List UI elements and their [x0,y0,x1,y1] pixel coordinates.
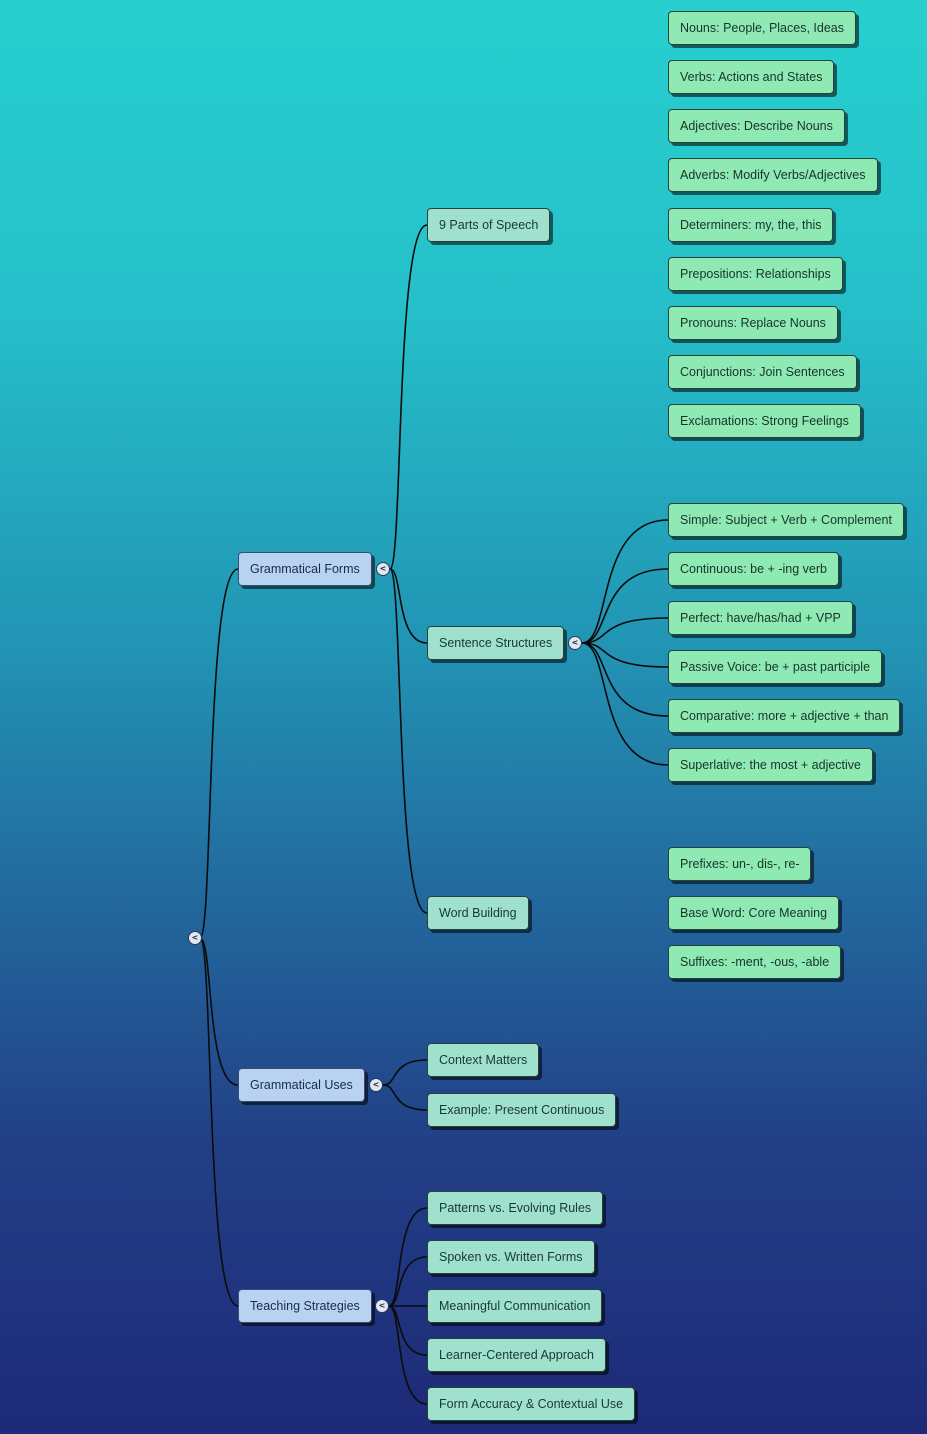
connector-line [382,1084,428,1111]
connector-line [389,224,428,570]
node-context-matters[interactable]: Context Matters [427,1043,540,1077]
connector-line [581,519,669,644]
node-patterns-vs-rules[interactable]: Patterns vs. Evolving Rules [427,1191,604,1225]
leaf-superlative[interactable]: Superlative: the most + adjective [668,748,873,782]
leaf-pronouns[interactable]: Pronouns: Replace Nouns [668,306,838,340]
leaf-adverbs[interactable]: Adverbs: Modify Verbs/Adjectives [668,158,878,192]
leaf-comparative[interactable]: Comparative: more + adjective + than [668,699,901,733]
connector-line [388,1256,428,1307]
leaf-base-word[interactable]: Base Word: Core Meaning [668,896,840,930]
teaching-strategies-collapse-toggle[interactable]: < [375,1299,389,1313]
leaf-simple[interactable]: Simple: Subject + Verb + Complement [668,503,904,537]
leaf-suffixes[interactable]: Suffixes: -ment, -ous, -able [668,945,842,979]
node-form-accuracy[interactable]: Form Accuracy & Contextual Use [427,1387,636,1421]
grammatical-forms-collapse-toggle[interactable]: < [376,562,390,576]
connector-line [388,1207,428,1307]
connector-line [389,568,428,914]
node-learner-centered[interactable]: Learner-Centered Approach [427,1338,606,1372]
connector-line [581,642,669,717]
connector-line [199,937,239,1086]
leaf-continuous[interactable]: Continuous: be + -ing verb [668,552,839,586]
connector-line [581,568,669,644]
leaf-prepositions[interactable]: Prepositions: Relationships [668,257,843,291]
connector-line [199,937,239,1307]
grammatical-uses-collapse-toggle[interactable]: < [369,1078,383,1092]
leaf-perfect[interactable]: Perfect: have/has/had + VPP [668,601,853,635]
leaf-nouns[interactable]: Nouns: People, Places, Ideas [668,11,856,45]
leaf-verbs[interactable]: Verbs: Actions and States [668,60,835,94]
leaf-prefixes[interactable]: Prefixes: un-, dis-, re- [668,847,812,881]
node-sentence-structures[interactable]: Sentence Structures [427,626,565,660]
node-example-present-continuous[interactable]: Example: Present Continuous [427,1093,617,1127]
connector-line [581,642,669,668]
leaf-determiners[interactable]: Determiners: my, the, this [668,208,834,242]
node-word-building[interactable]: Word Building [427,896,529,930]
node-parts-of-speech[interactable]: 9 Parts of Speech [427,208,551,242]
sentence-structures-collapse-toggle[interactable]: < [568,636,582,650]
leaf-passive-voice[interactable]: Passive Voice: be + past participle [668,650,883,684]
leaf-conjunctions[interactable]: Conjunctions: Join Sentences [668,355,857,389]
branch-grammatical-forms[interactable]: Grammatical Forms [238,552,372,586]
connector-line [389,568,428,644]
connector-line [382,1059,428,1086]
connector-line [581,617,669,644]
branch-teaching-strategies[interactable]: Teaching Strategies [238,1289,372,1323]
branch-grammatical-uses[interactable]: Grammatical Uses [238,1068,365,1102]
leaf-adjectives[interactable]: Adjectives: Describe Nouns [668,109,845,143]
root-collapse-toggle[interactable]: < [188,931,202,945]
node-spoken-vs-written[interactable]: Spoken vs. Written Forms [427,1240,595,1274]
connector-line [199,568,239,939]
connector-line [581,642,669,766]
connector-line [388,1305,428,1405]
leaf-exclamations[interactable]: Exclamations: Strong Feelings [668,404,861,438]
node-meaningful-communication[interactable]: Meaningful Communication [427,1289,603,1323]
